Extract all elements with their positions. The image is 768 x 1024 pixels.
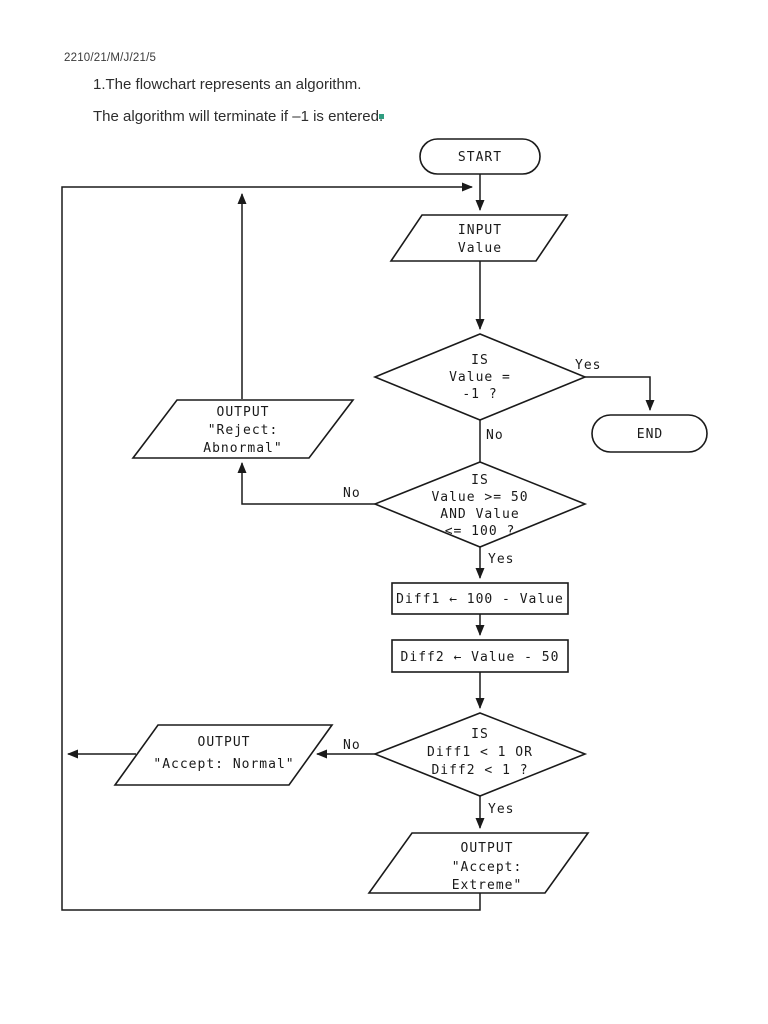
question-title: 1.The flowchart represents an algorithm. [93, 76, 362, 93]
edge-extreme-loopback [61, 182, 481, 911]
process2-label: Diff2 ← Value - 50 [401, 650, 560, 665]
output-normal-line1: OUTPUT [198, 735, 251, 750]
decision1-no-label: No [486, 428, 504, 443]
decision3-line3: Diff2 < 1 ? [431, 763, 528, 778]
output-extreme-line3: Extreme" [452, 878, 523, 893]
decision3-yes-label: Yes [488, 802, 514, 817]
process2-node: Diff2 ← Value - 50 [391, 639, 569, 673]
flowchart-edges [61, 174, 655, 911]
output-extreme-line1: OUTPUT [461, 841, 514, 856]
decision3-node: IS Diff1 < 1 OR Diff2 < 1 ? No Yes [343, 712, 588, 817]
output-reject-line2: "Reject: [208, 423, 279, 438]
decision1-node: IS Value = -1 ? Yes No [372, 333, 601, 443]
decision3-line1: IS [471, 727, 489, 742]
process1-node: Diff1 ← 100 - Value [391, 582, 569, 615]
output-normal-node: OUTPUT "Accept: Normal" [113, 724, 334, 786]
start-label: START [458, 150, 502, 165]
decision2-line2: Value >= 50 [431, 490, 528, 505]
decision2-line1: IS [471, 473, 489, 488]
input-value-node: INPUT Value [389, 214, 569, 262]
output-reject-parallelogram-shape [131, 399, 355, 459]
decision2-line3: AND Value [440, 507, 519, 522]
decision3-no-label: No [343, 738, 361, 753]
end-node: END [591, 414, 708, 453]
edge-decision2-no-to-reject [237, 462, 375, 505]
input-parallelogram-shape [389, 214, 569, 262]
start-node: START [419, 138, 541, 175]
edge-decision1-yes-to-end [585, 376, 655, 411]
decision3-diamond-shape [372, 712, 588, 797]
process1-label: Diff1 ← 100 - Value [396, 592, 564, 607]
process2-rect-shape [391, 639, 569, 673]
output-extreme-node: OUTPUT "Accept: Extreme" [367, 832, 590, 894]
question-subtitle: The algorithm will terminate if –1 is en… [93, 108, 384, 125]
decision2-diamond-shape [372, 461, 588, 548]
input-label-line1: INPUT [458, 223, 502, 238]
decision2-yes-label: Yes [488, 552, 514, 567]
decision1-line2: Value = [449, 370, 511, 385]
output-extreme-line2: "Accept: [452, 860, 523, 875]
teal-annotation-dot [379, 114, 384, 119]
output-extreme-parallelogram-shape [367, 832, 590, 894]
output-normal-parallelogram-shape [113, 724, 334, 786]
process1-rect-shape [391, 582, 569, 615]
end-terminator-shape [591, 414, 708, 453]
decision2-no-label: No [343, 486, 361, 501]
decision3-line2: Diff1 < 1 OR [427, 745, 533, 760]
input-label-line2: Value [458, 241, 502, 256]
start-terminator-shape [419, 138, 541, 175]
output-reject-line1: OUTPUT [217, 405, 270, 420]
decision2-node: IS Value >= 50 AND Value <= 100 ? No Yes [343, 461, 588, 567]
decision1-line1: IS [471, 353, 489, 368]
end-label: END [637, 427, 663, 442]
decision2-line4: <= 100 ? [445, 524, 516, 539]
output-normal-line2: "Accept: Normal" [153, 757, 294, 772]
decision1-diamond-shape [372, 333, 588, 421]
paper-reference-code: 2210/21/M/J/21/5 [64, 52, 157, 64]
decision1-line3: -1 ? [462, 387, 497, 402]
output-reject-line3: Abnormal" [203, 441, 282, 456]
decision1-yes-label: Yes [575, 358, 601, 373]
output-reject-node: OUTPUT "Reject: Abnormal" [131, 399, 355, 459]
